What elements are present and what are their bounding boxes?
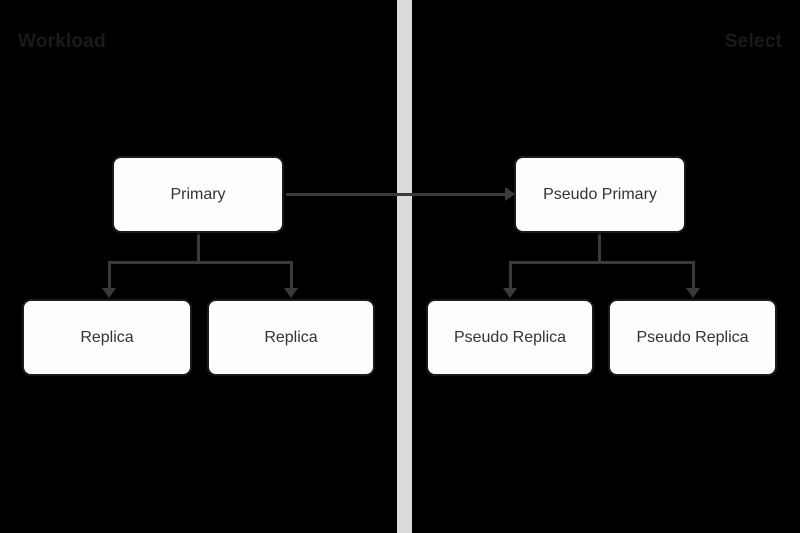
node-replica-2[interactable]: Replica [207,299,375,376]
connector-primary-to-replica-1 [108,261,111,289]
connector-pseudo-primary-to-pseudo-replica-2 [692,261,695,289]
node-pseudo-replica-1[interactable]: Pseudo Replica [426,299,594,376]
node-primary-label: Primary [170,185,226,203]
arrowhead-pseudo-replica-1 [503,288,517,298]
arrowhead-pseudo-replica-2 [686,288,700,298]
node-primary[interactable]: Primary [112,156,284,233]
arrowhead-replica-2 [284,288,298,298]
arrowhead-replica-1 [102,288,116,298]
vertical-divider [397,0,412,533]
node-pseudo-replica-2[interactable]: Pseudo Replica [608,299,777,376]
connector-primary-stem [197,233,200,262]
connector-primary-to-pseudo-primary [286,193,508,196]
panel-title-right: Select [724,31,782,52]
connector-primary-bus [108,261,293,264]
node-replica-2-label: Replica [264,328,318,346]
node-replica-1[interactable]: Replica [22,299,192,376]
panel-title-left: Workload [18,31,106,52]
connector-pseudo-primary-bus [509,261,695,264]
node-pseudo-replica-1-label: Pseudo Replica [453,328,567,346]
arrowhead-pseudo-primary [505,187,515,201]
node-pseudo-primary[interactable]: Pseudo Primary [514,156,686,233]
connector-pseudo-primary-to-pseudo-replica-1 [509,261,512,289]
node-pseudo-replica-2-label: Pseudo Replica [636,328,749,346]
connector-primary-to-replica-2 [290,261,293,289]
connector-pseudo-primary-stem [598,233,601,262]
node-pseudo-primary-label: Pseudo Primary [543,185,657,203]
node-replica-1-label: Replica [80,328,134,346]
